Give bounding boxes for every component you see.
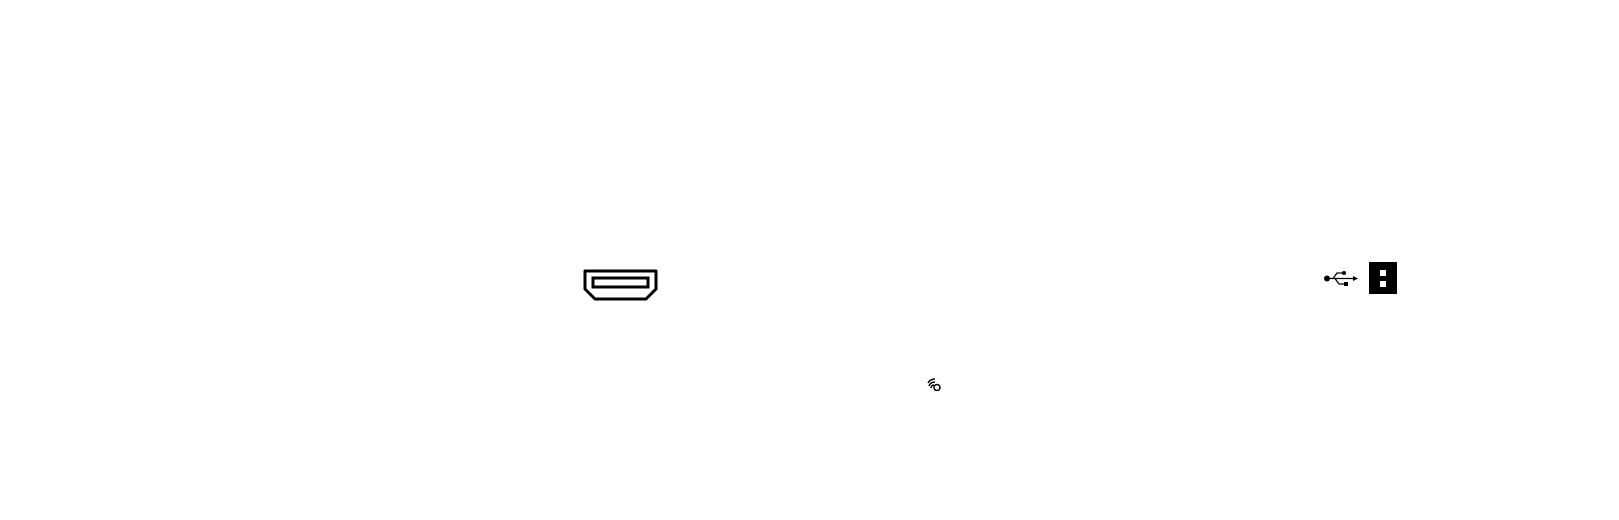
hdmi-port-icon[interactable] (583, 269, 658, 301)
menu-dot (1380, 281, 1386, 287)
usb-icon[interactable] (1324, 270, 1358, 287)
more-options-button[interactable] (1369, 262, 1397, 294)
wireless-cast-icon[interactable] (927, 378, 941, 391)
menu-dot (1380, 270, 1386, 276)
